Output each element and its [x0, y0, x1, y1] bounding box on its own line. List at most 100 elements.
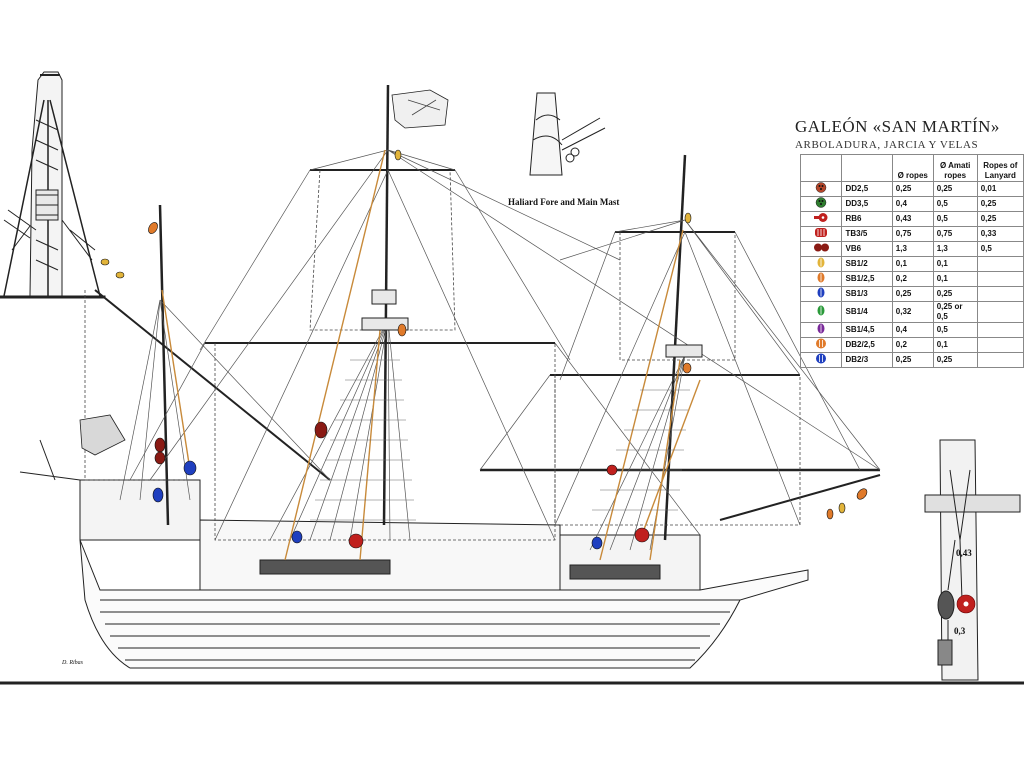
legend-lanyard: 0,25	[976, 196, 1024, 212]
legend-lanyard	[976, 271, 1024, 287]
legend-ropes: 0,43	[891, 211, 934, 227]
legend-amati: 0,25 or 0,5	[932, 301, 978, 323]
triple-block-red-icon	[799, 226, 843, 242]
legend-code: DD2,5	[841, 181, 893, 197]
yards	[94, 169, 881, 521]
double-block-blue-icon	[799, 352, 843, 368]
deadeye-brown-icon	[799, 181, 843, 197]
block-orange-icon	[799, 271, 843, 287]
legend-lanyard	[976, 256, 1024, 272]
legend-lanyard: 0,33	[976, 226, 1024, 242]
double-block-orange-icon	[799, 337, 843, 353]
block-red-icon	[799, 211, 843, 227]
legend-code: SB1/4	[841, 301, 893, 323]
legend-code: SB1/2	[841, 256, 893, 272]
legend-header-amati: Ø Amati ropes	[932, 154, 978, 182]
legend-lanyard: 0,01	[976, 181, 1024, 197]
block-markers	[100, 149, 868, 550]
legend-amati: 0,75	[932, 226, 978, 242]
legend-code: RB6	[841, 211, 893, 227]
hull	[0, 439, 1024, 685]
legend-amati: 0,25	[932, 352, 978, 368]
block-blue-icon	[799, 286, 843, 302]
signature: D. Ribas	[62, 660, 83, 666]
legend-amati: 0,5	[932, 196, 978, 212]
ratlines	[310, 359, 690, 521]
legend-code: SB1/2,5	[841, 271, 893, 287]
legend-code: VB6	[841, 241, 893, 257]
legend-code: DB2/2,5	[841, 337, 893, 353]
legend-code: SB1/3	[841, 286, 893, 302]
deadeye-green-icon	[799, 196, 843, 212]
legend-amati: 0,25	[932, 181, 978, 197]
legend-header-ropes: Ø ropes	[891, 154, 934, 182]
plan-subtitle: ARBOLADURA, JARCIA Y VELAS	[795, 139, 979, 151]
legend-ropes: 1,3	[891, 241, 934, 257]
legend-lanyard	[976, 286, 1024, 302]
legend-amati: 0,1	[932, 337, 978, 353]
legend-code: DD3,5	[841, 196, 893, 212]
legend-ropes: 0,25	[891, 352, 934, 368]
legend-header-row: Ø ropes Ø Amati ropes Ropes of Lanyard	[799, 154, 1024, 182]
legend-lanyard	[976, 322, 1024, 338]
legend-amati: 0,25	[932, 286, 978, 302]
legend-code: DB2/3	[841, 352, 893, 368]
legend-ropes: 0,2	[891, 337, 934, 353]
legend-lanyard	[976, 337, 1024, 353]
legend-ropes: 0,1	[891, 256, 934, 272]
block-legend-table: Ø ropes Ø Amati ropes Ropes of Lanyard D…	[799, 154, 1024, 368]
legend-header-code	[841, 154, 893, 182]
legend-amati: 0,5	[932, 322, 978, 338]
detail-value-upper: 0,43	[956, 548, 972, 558]
legend-amati: 1,3	[932, 241, 978, 257]
legend-lanyard: 0,25	[976, 211, 1024, 227]
legend-ropes: 0,75	[891, 226, 934, 242]
legend-ropes: 0,32	[891, 301, 934, 323]
masts	[158, 84, 880, 541]
mast-detail-left	[0, 71, 106, 299]
legend-amati: 0,5	[932, 211, 978, 227]
legend-ropes: 0,25	[891, 181, 934, 197]
detail-caption: Haliard Fore and Main Mast	[508, 197, 620, 207]
legend-lanyard: 0,5	[976, 241, 1024, 257]
flags	[79, 89, 449, 456]
legend-code: TB3/5	[841, 226, 893, 242]
legend-code: SB1/4,5	[841, 322, 893, 338]
tops	[361, 289, 703, 358]
legend-header-swatch	[799, 154, 843, 182]
legend-lanyard	[976, 352, 1024, 368]
violin-block-icon	[799, 241, 843, 257]
legend-amati: 0,1	[932, 271, 978, 287]
detail-value-lower: 0,3	[954, 626, 966, 636]
legend-ropes: 0,4	[891, 196, 934, 212]
tan-ropes	[161, 149, 701, 561]
haliard-detail	[529, 92, 606, 176]
block-yellow-icon	[799, 256, 843, 272]
plan-title: GALEÓN «SAN MARTÍN»	[795, 117, 1000, 136]
legend-header-lanyard: Ropes of Lanyard	[976, 154, 1024, 182]
rigging	[119, 149, 881, 551]
legend-ropes: 0,2	[891, 271, 934, 287]
block-green-icon	[799, 301, 843, 323]
legend-ropes: 0,25	[891, 286, 934, 302]
legend-amati: 0,1	[932, 256, 978, 272]
legend-lanyard	[976, 301, 1024, 323]
lanyard-detail	[924, 439, 1021, 681]
block-purple-icon	[799, 322, 843, 338]
legend-ropes: 0,4	[891, 322, 934, 338]
